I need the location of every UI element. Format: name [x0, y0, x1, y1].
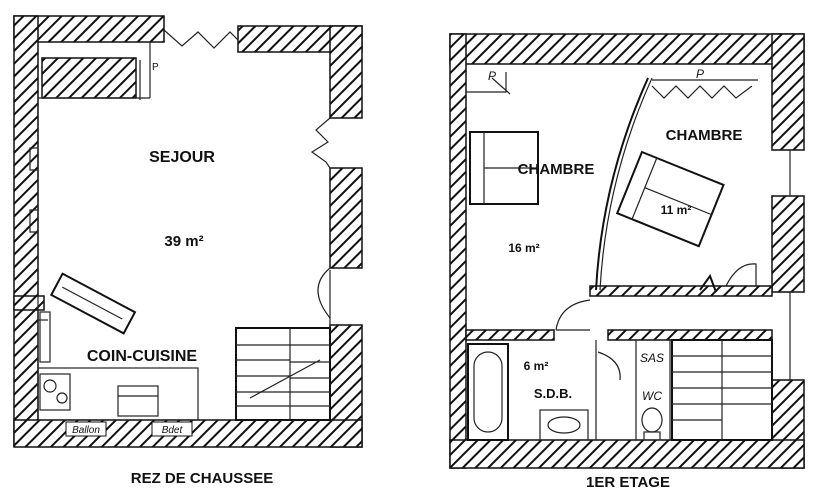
room-area-chambre-16: 16 m² — [508, 241, 539, 255]
bed-bedroom-16 — [469, 131, 539, 205]
ballon-label: Ballon — [72, 425, 100, 436]
room-name-coin-cuisine: COIN-CUISINE — [87, 348, 198, 365]
entrance-door — [163, 29, 239, 49]
table — [49, 272, 137, 335]
first-floor-walls — [449, 33, 805, 469]
bidet-label: Bdet — [162, 425, 184, 436]
sas-label: SAS — [640, 351, 664, 365]
room-name-chambre-11: CHAMBRE — [666, 127, 743, 144]
room-name-sejour: SEJOUR — [149, 149, 215, 166]
radiator-block — [41, 57, 137, 99]
p-mark-1: P — [488, 69, 496, 83]
partition-curve — [595, 77, 649, 291]
first-floor-plan: P P SAS WC CHAMBRE 16 m² CHAMBRE 11 m² 6… — [449, 33, 805, 491]
staircase-first — [671, 339, 773, 441]
p-mark-2: P — [696, 67, 704, 81]
room-name-sdb: S.D.B. — [534, 386, 572, 401]
room-area-chambre-11: 11 m² — [661, 203, 692, 217]
bathtub — [467, 343, 509, 441]
ground-floor-plan: Ballon Bdet P SEJOUR 39 m² COIN-CUISINE … — [13, 15, 363, 487]
room-area-sdb: 6 m² — [524, 359, 549, 373]
staircase-ground — [235, 327, 331, 421]
ground-floor-title: REZ DE CHAUSSEE — [131, 470, 274, 487]
first-floor-title: 1ER ETAGE — [586, 474, 670, 491]
room-area-sejour: 39 m² — [164, 233, 203, 250]
closet-doors — [651, 85, 753, 99]
kitchen-counter — [37, 311, 199, 421]
sink — [547, 416, 581, 434]
p-mark: P — [152, 62, 159, 73]
room-name-chambre-16: CHAMBRE — [518, 161, 595, 178]
wc-toilet — [641, 407, 663, 433]
door-swing-right — [317, 267, 331, 319]
window-right — [310, 117, 331, 169]
wc-label: WC — [642, 389, 662, 403]
bed-bedroom-11 — [615, 150, 725, 248]
